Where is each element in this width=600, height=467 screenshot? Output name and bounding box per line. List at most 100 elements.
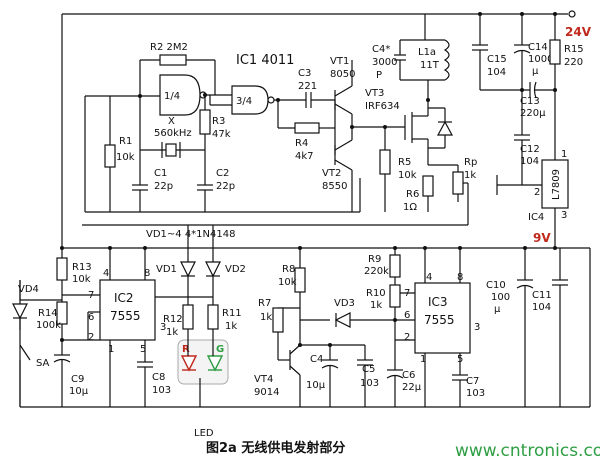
r3-value: 47k: [212, 129, 231, 140]
vd4-label: VD4: [18, 284, 39, 295]
c4-value: 3000: [372, 57, 397, 68]
x-label: X: [168, 116, 175, 127]
r3-label: R3: [212, 116, 225, 127]
r12-value: 1k: [166, 327, 178, 338]
c6-value: 22μ: [402, 382, 422, 393]
c5-label: C5: [362, 364, 375, 375]
c5-value: 103: [360, 378, 379, 389]
vd3-label: VD3: [334, 298, 355, 309]
vt4-value: 9014: [254, 387, 279, 398]
ic4-label: IC4: [528, 212, 544, 223]
r4-label: R4: [295, 138, 308, 149]
vt2-label: VT2: [322, 168, 341, 179]
r8-value: 10k: [278, 277, 297, 288]
l1-label: L1a: [418, 47, 436, 58]
x-value: 560kHz: [154, 128, 192, 139]
r11-value: 1k: [225, 321, 237, 332]
r5-label: R5: [398, 157, 411, 168]
c15-label: C15: [487, 54, 507, 65]
sa-label: SA: [36, 358, 50, 369]
ic3-pin6: 6: [404, 310, 410, 321]
c7-value: 103: [466, 388, 485, 399]
ic3-title: IC3: [428, 295, 448, 309]
ic3-pin1: 1: [420, 354, 426, 365]
r2-label: R2 2M2: [150, 42, 188, 53]
power-supply: 24V C15 104 C14 1000 μ R15 220 C13 220μ: [472, 14, 592, 407]
rails: [19, 10, 591, 408]
r4-value: 4k7: [295, 151, 314, 162]
vd2-label: VD2: [225, 264, 246, 275]
r6-value: 1Ω: [403, 202, 417, 213]
vt3-label: VT3: [365, 88, 384, 99]
c13-value: 220μ: [520, 108, 546, 119]
led-label: LED: [194, 428, 214, 439]
c10-label: C10: [486, 280, 506, 291]
vt1-label: VT1: [330, 56, 349, 67]
c11-value: 104: [532, 302, 551, 313]
gate1-label: 1/4: [164, 91, 180, 102]
l7809-label: L7809: [551, 169, 562, 200]
led-g: G: [216, 344, 224, 355]
c14-label: C14: [528, 42, 548, 53]
ic1-oscillator: 1/4 3/4 IC1 4011 R2 2M2 R1 10k X 560kHz: [85, 42, 294, 212]
ic1-title: IC1 4011: [236, 53, 294, 68]
ic2-title: IC2: [114, 291, 134, 305]
c8-value: 103: [152, 385, 171, 396]
c1-label: C1: [154, 168, 167, 179]
c13-label: C13: [520, 96, 540, 107]
ic2-pin8: 8: [144, 268, 150, 279]
vd-header: VD1~4 4*1N4148: [146, 229, 235, 240]
c3-label: C3: [298, 68, 311, 79]
c4-unit: P: [376, 70, 382, 81]
vt1-value: 8050: [330, 69, 355, 80]
c15-value: 104: [487, 67, 506, 78]
vt4-label: VT4: [254, 374, 273, 385]
c10-value: 100: [491, 292, 510, 303]
vt3-value: IRF634: [365, 101, 400, 112]
pin2: 2: [534, 187, 540, 198]
ic3-pin4: 4: [426, 272, 432, 283]
led-r: R: [182, 344, 190, 355]
r7-value: 1k: [260, 312, 272, 323]
r15-label: R15: [564, 44, 584, 55]
r13-label: R13: [72, 262, 92, 273]
c12-label: C12: [520, 144, 540, 155]
r9-label: R9: [368, 254, 381, 265]
r14-value: 100k: [36, 320, 61, 331]
ic3-pin2: 2: [404, 332, 410, 343]
led-section: VD1~4 4*1N4148 VD1 VD2 R12 1k R11 1k R G: [146, 225, 246, 439]
c8-label: C8: [152, 372, 165, 383]
r9-value: 220k: [364, 266, 389, 277]
c14-unit: μ: [532, 66, 539, 77]
c6-label: C6: [402, 370, 415, 381]
c4-label: C4*: [372, 44, 390, 55]
r7-label: R7: [258, 298, 271, 309]
watermark: www.cntronics.com: [455, 441, 600, 461]
ic2-timer: IC2 7555 4 8 7 6 2 3 1 5 C8 103 R13 10k …: [12, 248, 171, 407]
ic3-pin3: 3: [474, 322, 480, 333]
c3-value: 221: [298, 81, 317, 92]
ic2-pin3: 3: [160, 322, 166, 333]
c7-label: C7: [466, 376, 479, 387]
c4b-value: 10μ: [306, 380, 326, 391]
figure-caption: 图2a 无线供电发射部分: [206, 440, 345, 456]
v9-label: 9V: [533, 231, 551, 245]
pin3: 3: [561, 210, 567, 221]
c9-label: C9: [71, 374, 84, 385]
ic2-pin4: 4: [103, 268, 109, 279]
ic3-timer: IC3 7555 4 8 7 6 2 3 1 5 C7 103 R9 220k …: [254, 248, 485, 407]
c9-value: 10μ: [69, 386, 89, 397]
r11-label: R11: [222, 308, 242, 319]
r10-label: R10: [366, 288, 386, 299]
r14-label: R14: [38, 308, 58, 319]
c12-value: 104: [520, 156, 539, 167]
v24-label: 24V: [565, 25, 592, 39]
vd1-label: VD1: [156, 264, 177, 275]
c14-value: 1000: [528, 54, 553, 65]
c11-label: C11: [532, 290, 552, 301]
r10-value: 1k: [370, 300, 382, 311]
ic3-chip: 7555: [424, 313, 455, 327]
pin1: 1: [561, 149, 567, 160]
c2-label: C2: [216, 168, 229, 179]
